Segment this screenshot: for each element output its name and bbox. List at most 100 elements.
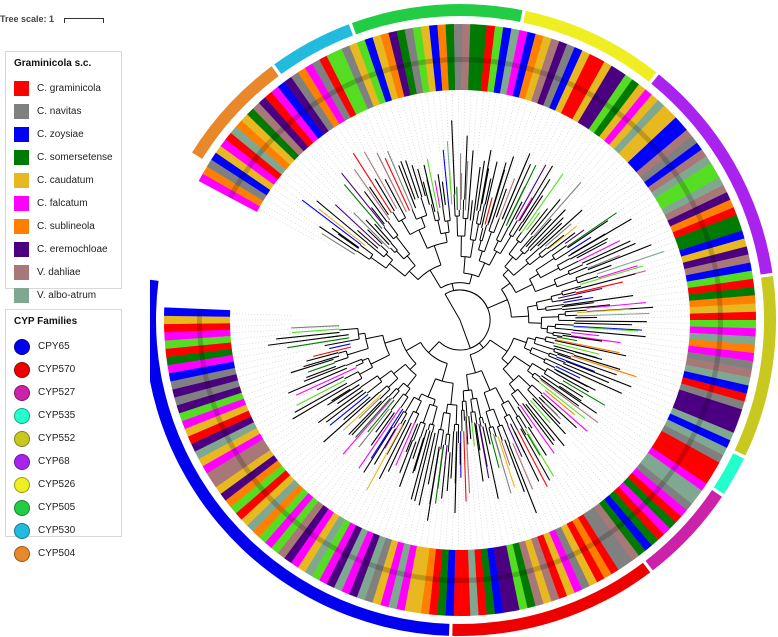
leaf-branch bbox=[353, 212, 390, 250]
leaf-guide bbox=[347, 119, 401, 214]
leaf-branch bbox=[573, 354, 621, 370]
tree-scale-label: Tree scale: 1 bbox=[0, 14, 55, 24]
leaf-branch bbox=[587, 254, 620, 269]
internal-branch bbox=[415, 400, 422, 413]
species-tile bbox=[499, 28, 520, 95]
internal-branch bbox=[440, 412, 445, 430]
species-tile bbox=[215, 145, 275, 191]
internal-branch bbox=[440, 231, 450, 235]
internal-branch bbox=[466, 374, 469, 391]
leaf-guide bbox=[232, 341, 307, 353]
leaf-branch bbox=[288, 367, 348, 394]
internal-branch bbox=[512, 221, 523, 237]
leaf-guide bbox=[484, 447, 504, 546]
species-tile bbox=[198, 427, 261, 467]
internal-branch bbox=[383, 226, 394, 240]
leaf-branch bbox=[384, 157, 410, 211]
internal-branch bbox=[347, 347, 369, 356]
legend-item: C. somersetense bbox=[14, 146, 115, 169]
species-tile bbox=[241, 474, 295, 526]
internal-branch bbox=[515, 232, 522, 240]
species-tile bbox=[654, 436, 716, 478]
species-tile bbox=[252, 102, 304, 156]
species-tile bbox=[572, 517, 612, 579]
internal-branch bbox=[431, 424, 435, 433]
species-tile bbox=[661, 177, 724, 216]
species-tile bbox=[206, 438, 267, 481]
legend-item: CYP570 bbox=[14, 358, 115, 381]
internal-branch bbox=[437, 211, 440, 220]
leaf-branch bbox=[319, 226, 357, 252]
internal-branch bbox=[540, 267, 560, 279]
leaf-guide bbox=[552, 404, 631, 476]
leaf-branch bbox=[491, 156, 515, 224]
leaf-guide bbox=[238, 352, 345, 384]
leaf-guide bbox=[555, 402, 635, 471]
leaf-guide bbox=[413, 94, 435, 194]
internal-branch bbox=[361, 359, 364, 363]
leaf-branch bbox=[465, 416, 469, 445]
species-tile bbox=[164, 315, 231, 325]
internal-branch bbox=[545, 358, 563, 367]
internal-branch bbox=[461, 255, 471, 258]
internal-branch bbox=[545, 340, 555, 344]
leaf-guide bbox=[604, 391, 667, 423]
internal-branch bbox=[407, 411, 414, 422]
leaf-branch bbox=[509, 423, 526, 453]
leaf-branch bbox=[367, 229, 383, 245]
internal-branch bbox=[527, 389, 543, 406]
internal-branch bbox=[553, 348, 556, 352]
internal-branch bbox=[501, 357, 509, 365]
species-tile bbox=[215, 449, 274, 494]
leaf-branch bbox=[442, 149, 450, 205]
internal-branch bbox=[469, 274, 473, 285]
leaf-branch bbox=[492, 433, 512, 494]
species-tile bbox=[560, 523, 598, 587]
leaf-branch bbox=[374, 223, 392, 244]
leaf-guide bbox=[419, 444, 439, 547]
internal-branch bbox=[561, 291, 564, 296]
internal-branch bbox=[405, 341, 421, 352]
internal-branch bbox=[384, 337, 401, 344]
internal-branch bbox=[359, 366, 373, 375]
leaf-guide bbox=[565, 146, 612, 200]
legend-item-label: C. eremochloae bbox=[37, 244, 108, 255]
leaf-guide bbox=[604, 325, 690, 330]
internal-branch bbox=[385, 259, 393, 269]
leaf-guide bbox=[458, 90, 460, 184]
internal-branch bbox=[488, 427, 492, 435]
leaf-branch bbox=[454, 431, 458, 484]
internal-branch bbox=[435, 429, 440, 447]
leaf-branch bbox=[544, 223, 572, 247]
leaf-branch bbox=[290, 358, 334, 374]
leaf-branch bbox=[378, 156, 407, 213]
internal-branch bbox=[529, 278, 536, 292]
leaf-branch bbox=[342, 394, 382, 431]
leaf-branch bbox=[527, 426, 547, 456]
internal-branch bbox=[463, 256, 466, 274]
internal-branch bbox=[390, 242, 398, 251]
internal-branch bbox=[481, 417, 485, 424]
internal-branch bbox=[471, 389, 474, 399]
internal-branch bbox=[456, 216, 459, 237]
internal-branch bbox=[355, 362, 364, 367]
leaf-guide bbox=[486, 485, 498, 548]
leaf-branch bbox=[479, 150, 492, 212]
species-tile bbox=[271, 497, 319, 554]
leaf-guide bbox=[287, 167, 362, 233]
leaf-branch bbox=[504, 163, 532, 221]
internal-branch bbox=[543, 361, 556, 369]
species-tile bbox=[672, 207, 737, 239]
leaf-guide bbox=[586, 423, 639, 466]
leaf-guide bbox=[432, 475, 442, 549]
legend-item: C. caudatum bbox=[14, 169, 115, 192]
legend-item-label: C. graminicola bbox=[37, 83, 101, 94]
internal-branch bbox=[395, 236, 411, 255]
internal-branch bbox=[360, 244, 374, 255]
species-tile bbox=[679, 230, 745, 257]
internal-branch bbox=[550, 293, 563, 297]
species-tile bbox=[644, 452, 702, 498]
internal-branch bbox=[404, 388, 411, 396]
legend-item: CYP530 bbox=[14, 519, 115, 542]
internal-branch bbox=[496, 239, 501, 243]
